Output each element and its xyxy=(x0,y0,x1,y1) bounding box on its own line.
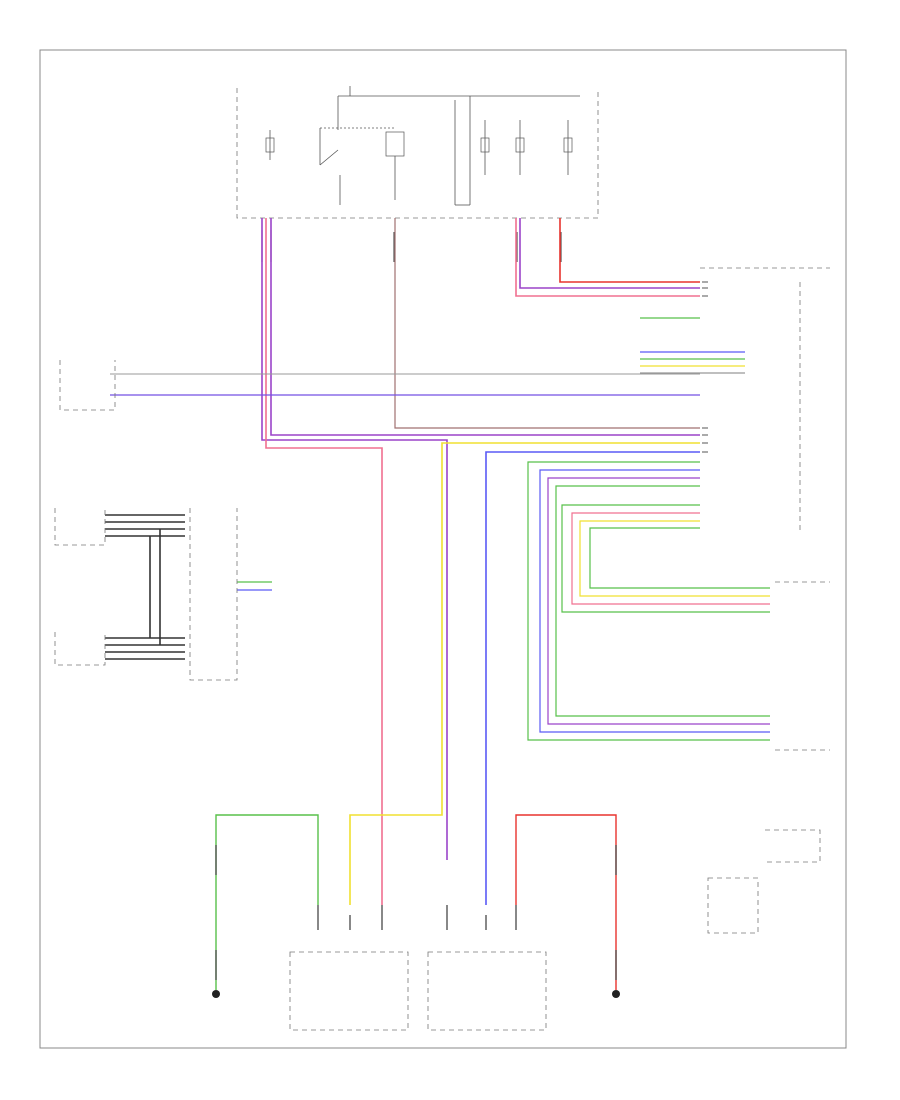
wire-yellow xyxy=(349,442,700,905)
fuse-relay-box xyxy=(236,86,599,219)
wire-brown-mid xyxy=(394,218,700,429)
wire-purple-left xyxy=(261,218,448,860)
outer-frame xyxy=(39,49,847,1049)
fuse-4-icon xyxy=(563,120,573,175)
wire-blue xyxy=(485,451,700,905)
wire-green-gnd xyxy=(215,814,319,990)
wire-purple-right xyxy=(519,218,700,289)
ground-right-icon xyxy=(612,990,620,998)
relay-icon xyxy=(319,127,405,205)
wire-pink-right xyxy=(515,218,700,297)
right-connector-marks xyxy=(702,281,708,453)
actuator-connectors xyxy=(215,845,617,980)
left-actuator xyxy=(289,951,409,1031)
fuse-2-icon xyxy=(480,120,490,175)
ground-left-icon xyxy=(212,990,220,998)
fuse-3-icon xyxy=(515,120,525,175)
sensor-harness xyxy=(105,514,185,660)
right-actuator xyxy=(427,951,547,1031)
wire-red-right xyxy=(559,218,700,283)
wire-pink-left xyxy=(265,218,383,905)
fuse-1-icon xyxy=(265,130,275,160)
wire-purple-left-2 xyxy=(270,218,700,436)
wire-red-gnd xyxy=(515,814,617,990)
